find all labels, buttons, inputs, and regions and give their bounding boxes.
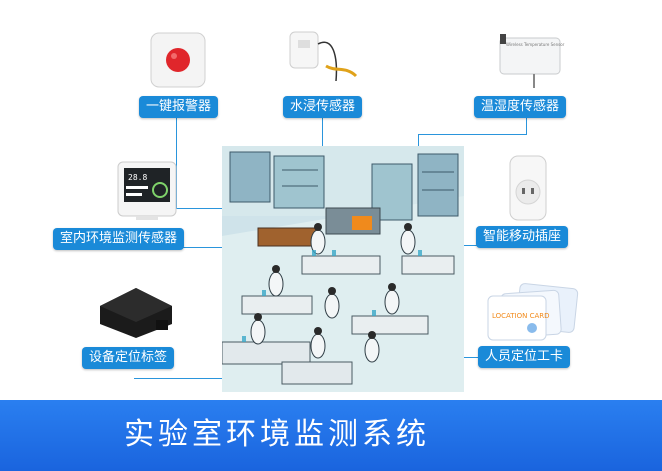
connector-temp-v bbox=[526, 114, 527, 134]
label-water-sensor: 水浸传感器 bbox=[283, 96, 363, 118]
asset-tag-device bbox=[96, 284, 176, 340]
indoor-monitor-icon: 28.8 bbox=[117, 161, 177, 220]
connector-panic-h bbox=[176, 208, 246, 209]
temperature-sensor-icon: Wireless Temperature Sensor bbox=[499, 34, 565, 88]
location-tag-icon bbox=[100, 288, 172, 338]
label-panic-button: 一键报警器 bbox=[139, 96, 219, 118]
smart-plug-icon bbox=[509, 155, 547, 221]
label-asset-tag: 设备定位标签 bbox=[82, 347, 175, 369]
smart-plug-device bbox=[506, 152, 550, 224]
lab-scene-graphic bbox=[222, 146, 464, 392]
lab-illustration bbox=[222, 146, 464, 392]
temp-humidity-device: Wireless Temperature Sensor bbox=[494, 30, 566, 90]
label-temp-humidity-sensor: 温湿度传感器 bbox=[474, 96, 567, 118]
panic-button-device bbox=[150, 32, 206, 88]
indoor-env-device: 28.8 bbox=[116, 160, 178, 222]
label-smart-plug: 智能移动插座 bbox=[476, 226, 569, 248]
title-banner: 实验室环境监测系统 bbox=[0, 400, 662, 471]
staff-card-device: LOCATION CARD bbox=[484, 282, 584, 342]
connector-panic bbox=[176, 114, 177, 208]
label-indoor-env-sensor: 室内环境监测传感器 bbox=[53, 228, 185, 250]
banner-title: 实验室环境监测系统 bbox=[124, 417, 430, 452]
connector-asset bbox=[134, 378, 252, 379]
water-sensor-device bbox=[288, 26, 360, 88]
label-staff-card: 人员定位工卡 bbox=[478, 346, 571, 368]
temp-sensor-text: Wireless Temperature Sensor bbox=[506, 42, 565, 47]
water-sensor-icon bbox=[289, 31, 358, 82]
id-card-icon: LOCATION CARD bbox=[487, 283, 579, 341]
indoor-screen-reading: 28.8 bbox=[128, 173, 147, 182]
alarm-button-icon bbox=[150, 32, 206, 88]
card-text: LOCATION CARD bbox=[492, 312, 550, 320]
